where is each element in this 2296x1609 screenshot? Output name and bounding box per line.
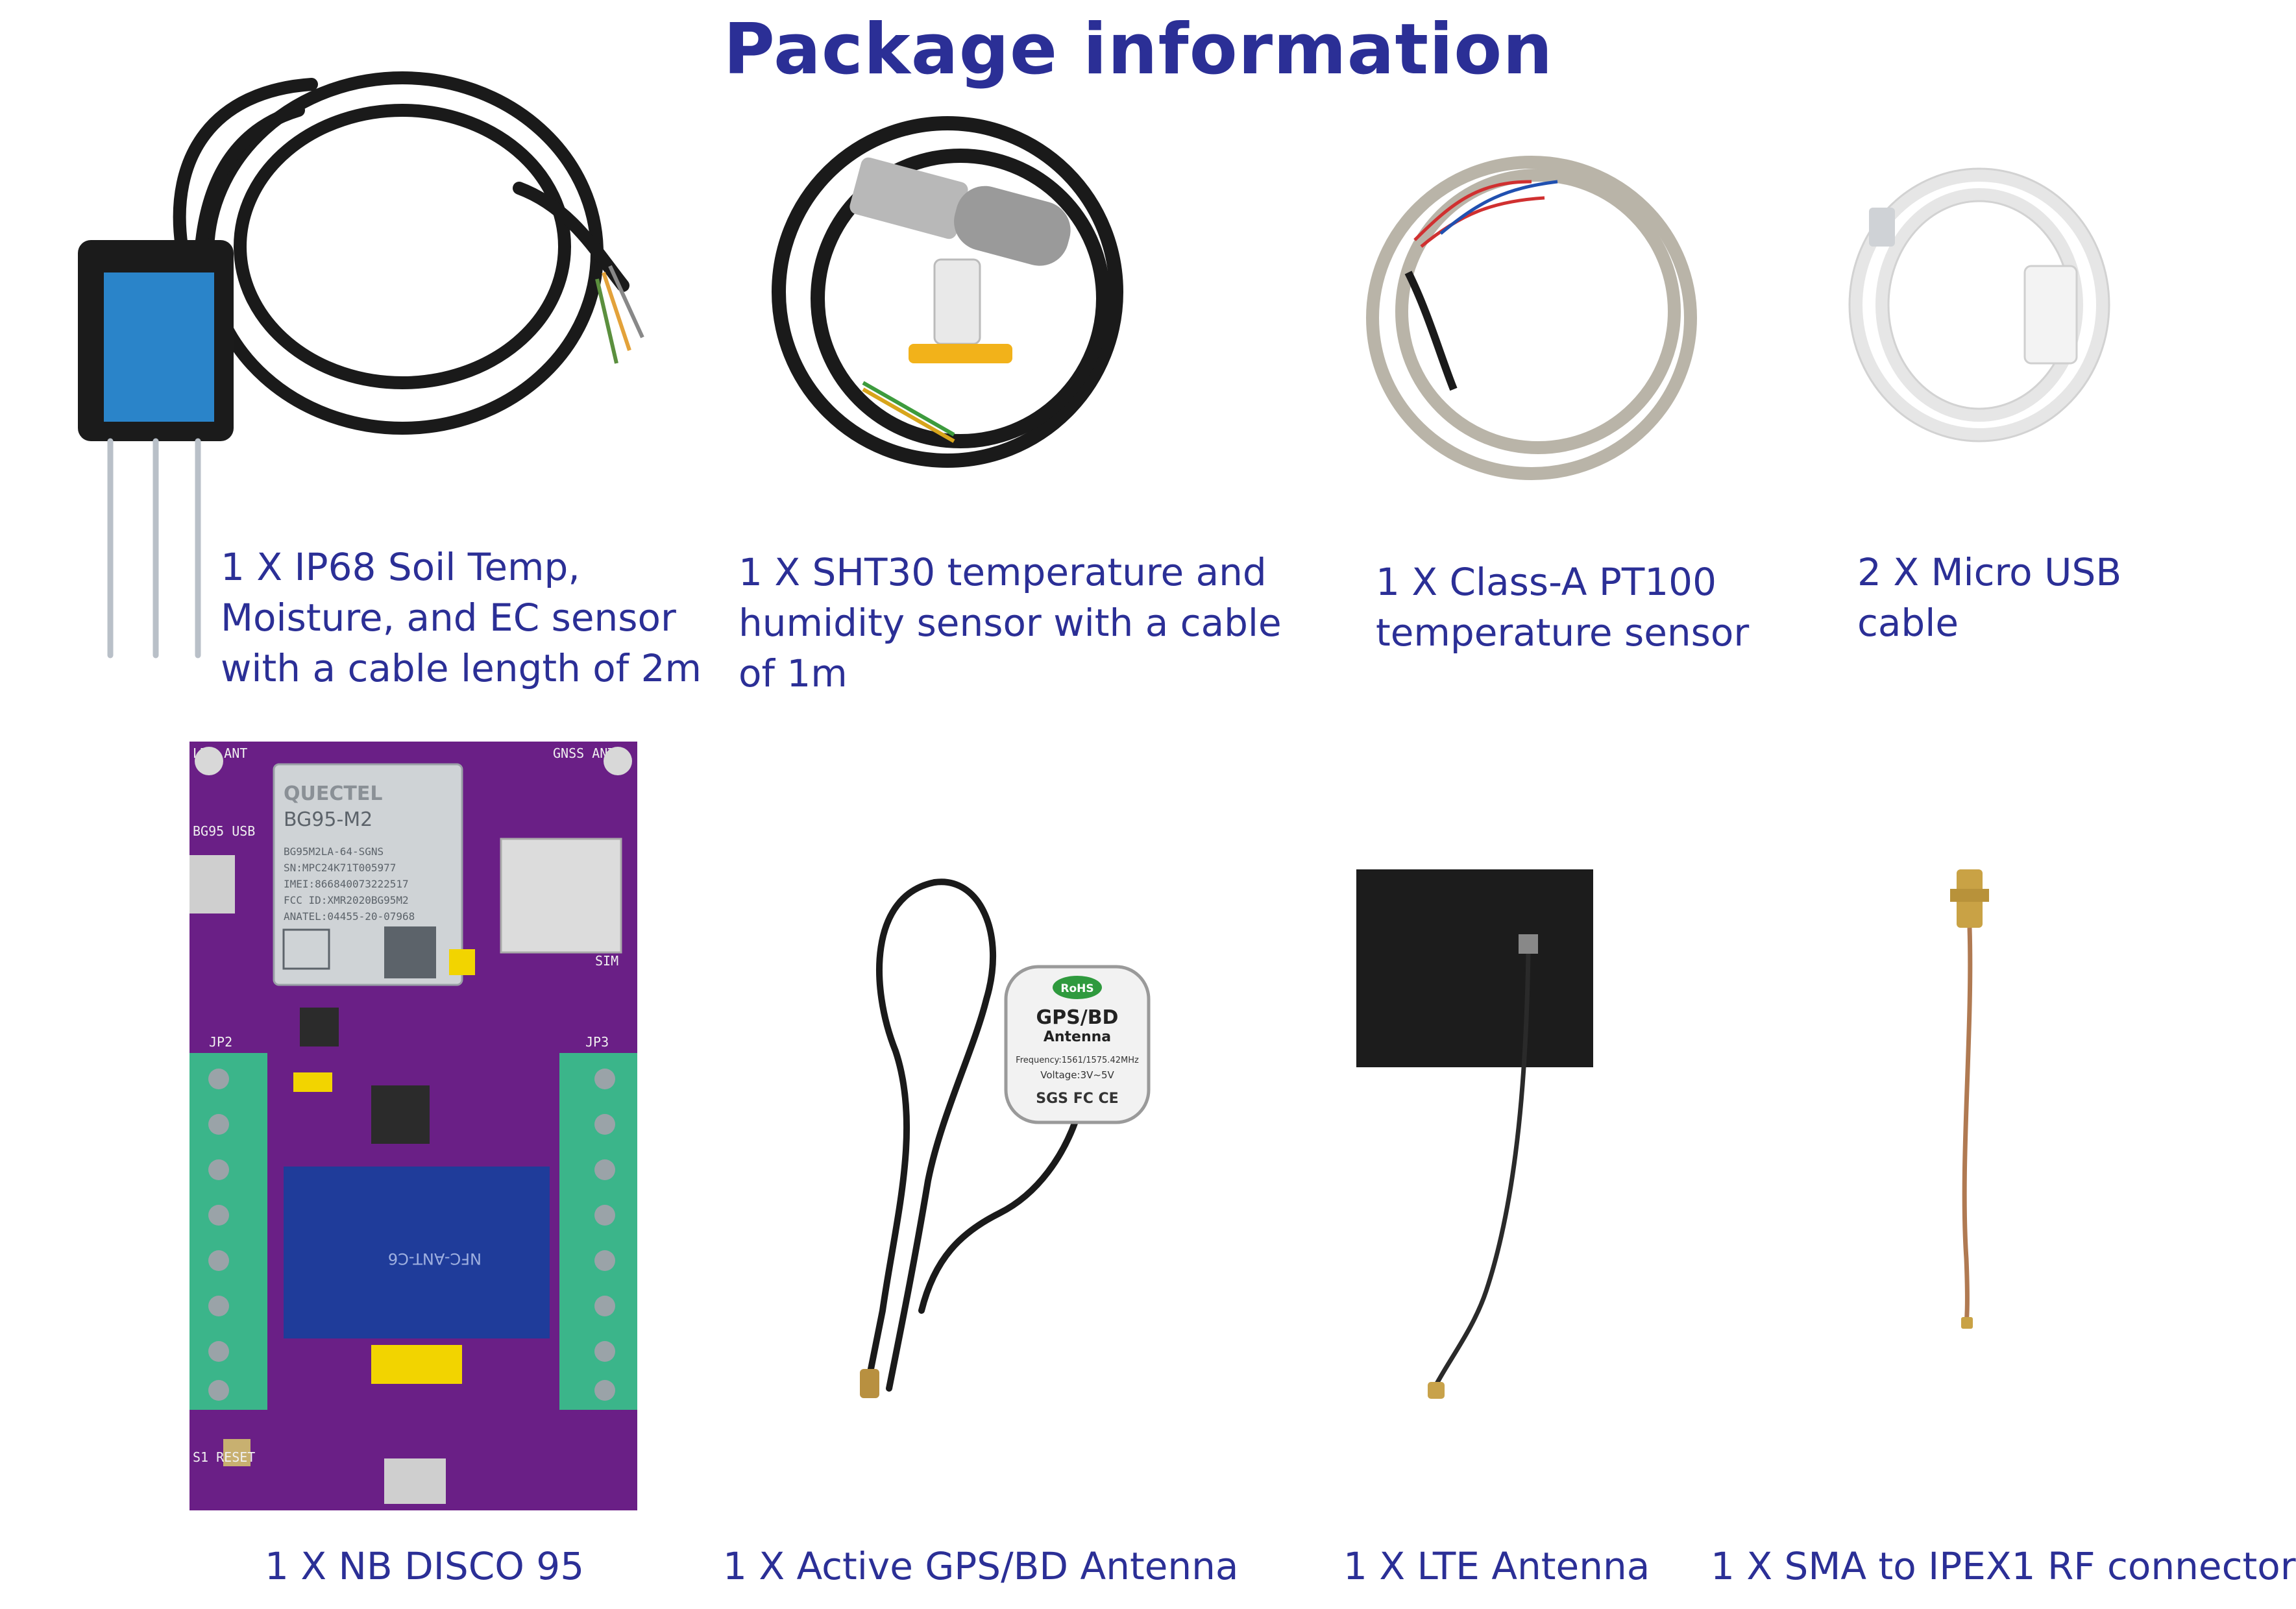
gps-antenna-frequency: Frequency:1561/1575.42MHz (1016, 1056, 1139, 1065)
caption-line: humidity sensor with a cable (739, 601, 1282, 645)
module-line: SN:MPC24K71T005977 (284, 862, 396, 874)
caption-line: temperature sensor (1376, 611, 1750, 655)
caption-pt100-sensor: 1 X Class-A PT100 temperature sensor (1376, 557, 1749, 658)
gps-antenna-subtitle: Antenna (1044, 1029, 1111, 1045)
module-line: IMEI:866840073222517 (284, 878, 409, 890)
board-label-bg95-usb: BG95 USB (193, 823, 255, 839)
board-label-jp3: JP3 (585, 1034, 609, 1050)
caption-soil-sensor: 1 X IP68 Soil Temp, Moisture, and EC sen… (221, 542, 702, 694)
caption-line: 1 X NB DISCO 95 (265, 1544, 585, 1588)
nfc-label-text: NFC-ANT-C6 (388, 1250, 482, 1268)
caption-micro-usb-cable: 2 X Micro USB cable (1857, 547, 2121, 648)
caption-line: cable (1857, 601, 1959, 645)
caption-line: 2 X Micro USB (1857, 550, 2122, 594)
caption-gps-bd-antenna: 1 X Active GPS/BD Antenna (723, 1541, 1238, 1591)
caption-line: 1 X Class-A PT100 (1376, 560, 1716, 604)
caption-line: 1 X IP68 Soil Temp, (221, 545, 580, 589)
gps-bd-antenna-image: RoHS GPS/BD Antenna Frequency:1561/1575.… (860, 878, 1151, 1398)
board-label-jp2: JP2 (209, 1034, 232, 1050)
sht30-sensor-image (772, 116, 1123, 468)
module-brand-text: QUECTEL (284, 782, 382, 805)
board-label-sim: SIM (595, 953, 618, 969)
sma-ipex-connector-image (1950, 869, 1989, 1329)
caption-nb-disco-95: 1 X NB DISCO 95 (265, 1541, 584, 1591)
module-line: ANATEL:04455-20-07968 (284, 910, 415, 923)
gps-antenna-title: GPS/BD (1036, 1006, 1119, 1029)
caption-line: 1 X Active GPS/BD Antenna (723, 1544, 1239, 1588)
rohs-badge: RoHS (1060, 982, 1093, 995)
gps-antenna-marks: SGS FC CE (1036, 1091, 1118, 1107)
page-title: Package information (723, 9, 1554, 90)
module-model-text: BG95-M2 (284, 808, 372, 831)
pt100-sensor-image (1366, 156, 1697, 480)
caption-line: of 1m (739, 651, 848, 696)
caption-line: 1 X SHT30 temperature and (739, 550, 1267, 594)
module-line: FCC ID:XMR2020BG95M2 (284, 894, 409, 906)
gps-antenna-voltage: Voltage:3V~5V (1040, 1069, 1114, 1081)
soil-sensor-image (78, 71, 644, 659)
caption-sht30-sensor: 1 X SHT30 temperature and humidity senso… (739, 547, 1282, 699)
caption-sma-ipex-connector: 1 X SMA to IPEX1 RF connector (1711, 1541, 2296, 1591)
board-label-reset: S1 RESET (193, 1449, 255, 1465)
micro-usb-cable-image (1848, 167, 2110, 442)
caption-line: 1 X SMA to IPEX1 RF connector (1711, 1544, 2296, 1588)
module-line: BG95M2LA-64-SGNS (284, 845, 384, 858)
caption-line: with a cable length of 2m (221, 646, 702, 690)
nb-disco-95-board-image: QUECTEL BG95-M2 BG95M2LA-64-SGNS SN:MPC2… (189, 742, 637, 1510)
caption-lte-antenna: 1 X LTE Antenna (1343, 1541, 1650, 1591)
caption-line: Moisture, and EC sensor (221, 596, 676, 640)
caption-line: 1 X LTE Antenna (1343, 1544, 1650, 1588)
lte-antenna-image (1356, 869, 1593, 1399)
